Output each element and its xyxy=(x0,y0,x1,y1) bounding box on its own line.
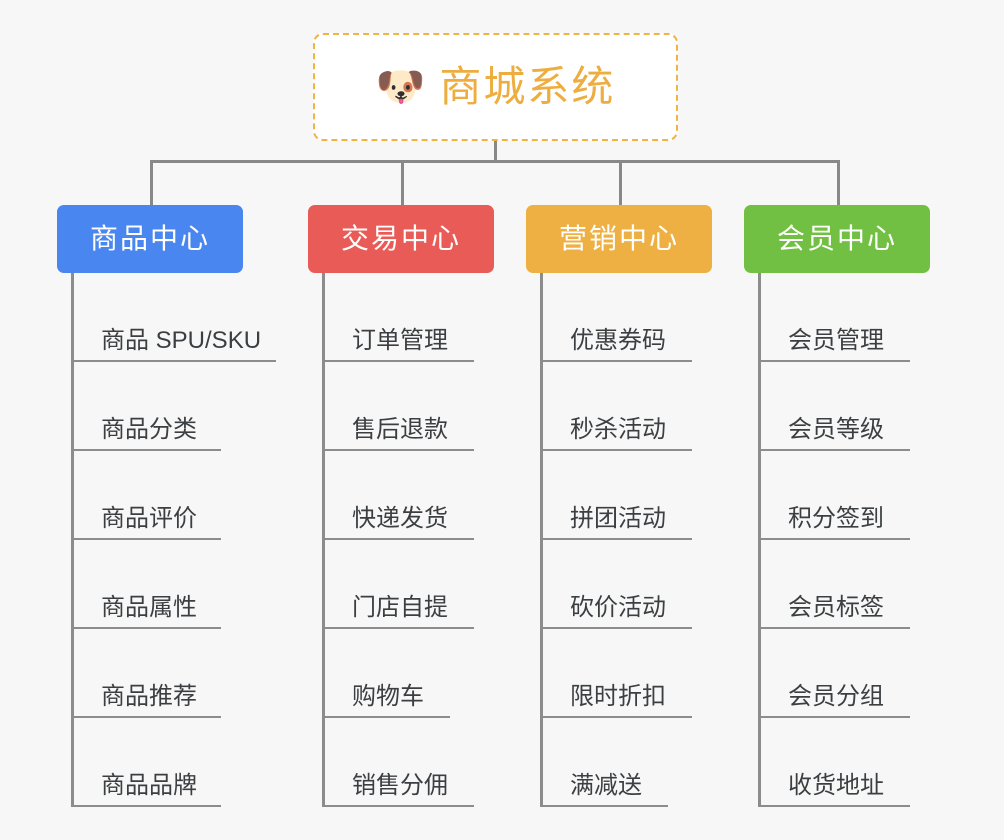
connector-drop-3 xyxy=(619,160,622,206)
leaf-item-underline xyxy=(540,627,692,629)
leaf-item-underline xyxy=(758,716,910,718)
leaf-item-label: 门店自提 xyxy=(352,594,448,621)
branch-node-1[interactable]: 商品中心 xyxy=(57,205,243,273)
leaf-item[interactable]: 门店自提 xyxy=(322,540,512,629)
leaf-item-underline xyxy=(758,538,910,540)
leaf-item-underline xyxy=(540,360,692,362)
leaf-item[interactable]: 砍价活动 xyxy=(540,540,730,629)
leaf-item-label: 商品品牌 xyxy=(101,772,197,799)
leaf-item-underline xyxy=(540,716,692,718)
leaf-item-underline xyxy=(322,627,474,629)
leaf-item-underline xyxy=(540,449,692,451)
leaf-item-underline xyxy=(322,716,450,718)
leaf-item[interactable]: 限时折扣 xyxy=(540,629,730,718)
leaf-item-label: 快递发货 xyxy=(352,505,448,532)
leaf-column-1: 商品 SPU/SKU 商品分类商品评价商品属性商品推荐商品品牌 xyxy=(71,273,281,807)
leaf-item[interactable]: 订单管理 xyxy=(322,273,512,362)
leaf-item[interactable]: 收货地址 xyxy=(758,718,948,807)
leaf-item[interactable]: 商品属性 xyxy=(71,540,281,629)
leaf-item-underline xyxy=(758,449,910,451)
branch-label: 营销中心 xyxy=(558,223,679,254)
connector-drop-2 xyxy=(401,160,404,206)
leaf-column-2: 订单管理售后退款快递发货门店自提购物车销售分佣 xyxy=(322,273,512,807)
leaf-item-underline xyxy=(322,538,474,540)
leaf-item[interactable]: 售后退款 xyxy=(322,362,512,451)
branch-label: 交易中心 xyxy=(340,223,461,254)
leaf-item-label: 商品分类 xyxy=(101,416,197,443)
leaf-item[interactable]: 商品 SPU/SKU xyxy=(71,273,281,362)
leaf-item-label: 会员管理 xyxy=(788,327,884,354)
leaf-item-label: 秒杀活动 xyxy=(570,416,666,443)
leaf-item-underline xyxy=(71,360,276,362)
leaf-item[interactable]: 商品推荐 xyxy=(71,629,281,718)
leaf-item[interactable]: 会员分组 xyxy=(758,629,948,718)
leaf-item[interactable]: 快递发货 xyxy=(322,451,512,540)
leaf-item-label: 商品 SPU/SKU xyxy=(101,327,262,354)
connector-root-vertical xyxy=(494,141,497,162)
leaf-item-label: 拼团活动 xyxy=(570,505,666,532)
leaf-item[interactable]: 积分签到 xyxy=(758,451,948,540)
root-node-商城系统[interactable]: 🐶 商城系统 xyxy=(313,33,678,141)
leaf-item-label: 商品推荐 xyxy=(101,683,197,710)
leaf-item-label: 售后退款 xyxy=(352,416,448,443)
leaf-item-label: 购物车 xyxy=(352,683,424,710)
leaf-item[interactable]: 会员标签 xyxy=(758,540,948,629)
leaf-item[interactable]: 会员等级 xyxy=(758,362,948,451)
leaf-item[interactable]: 销售分佣 xyxy=(322,718,512,807)
connector-horizontal-bus xyxy=(150,160,839,163)
shiba-dog-face-icon: 🐶 xyxy=(375,65,426,109)
branch-label: 商品中心 xyxy=(89,223,210,254)
leaf-item-label: 满减送 xyxy=(570,772,642,799)
leaf-item-underline xyxy=(322,805,474,807)
leaf-item-underline xyxy=(71,716,221,718)
leaf-item-label: 限时折扣 xyxy=(570,683,666,710)
leaf-item-underline xyxy=(758,360,910,362)
leaf-item-underline xyxy=(540,805,668,807)
leaf-item-label: 砍价活动 xyxy=(570,594,666,621)
leaf-item[interactable]: 商品分类 xyxy=(71,362,281,451)
leaf-item[interactable]: 拼团活动 xyxy=(540,451,730,540)
leaf-item-label: 商品评价 xyxy=(101,505,197,532)
leaf-item-underline xyxy=(758,627,910,629)
root-node-title: 商城系统 xyxy=(439,63,616,110)
leaf-item-label: 收货地址 xyxy=(788,772,884,799)
leaf-item[interactable]: 满减送 xyxy=(540,718,730,807)
leaf-item[interactable]: 会员管理 xyxy=(758,273,948,362)
leaf-item-label: 会员标签 xyxy=(788,594,884,621)
leaf-item-underline xyxy=(540,538,692,540)
leaf-item[interactable]: 优惠券码 xyxy=(540,273,730,362)
branch-node-3[interactable]: 营销中心 xyxy=(526,205,712,273)
leaf-item-label: 会员分组 xyxy=(788,683,884,710)
leaf-item-label: 商品属性 xyxy=(101,594,197,621)
leaf-column-spine xyxy=(540,273,543,807)
leaf-item-underline xyxy=(322,360,474,362)
leaf-item-label: 订单管理 xyxy=(352,327,448,354)
leaf-item-label: 优惠券码 xyxy=(570,327,666,354)
leaf-item-underline xyxy=(71,449,221,451)
branch-label: 会员中心 xyxy=(776,223,897,254)
leaf-item[interactable]: 秒杀活动 xyxy=(540,362,730,451)
connector-drop-4 xyxy=(837,160,840,206)
leaf-column-4: 会员管理会员等级积分签到会员标签会员分组收货地址 xyxy=(758,273,948,807)
branch-node-2[interactable]: 交易中心 xyxy=(308,205,494,273)
connector-drop-1 xyxy=(150,160,153,206)
leaf-column-spine xyxy=(322,273,325,807)
leaf-item-label: 销售分佣 xyxy=(352,772,448,799)
leaf-item-label: 会员等级 xyxy=(788,416,884,443)
leaf-column-spine xyxy=(758,273,761,807)
leaf-column-spine xyxy=(71,273,74,807)
leaf-item-underline xyxy=(71,538,221,540)
leaf-item-underline xyxy=(71,805,221,807)
leaf-item[interactable]: 购物车 xyxy=(322,629,512,718)
leaf-item-underline xyxy=(71,627,221,629)
leaf-item-label: 积分签到 xyxy=(788,505,884,532)
branch-node-4[interactable]: 会员中心 xyxy=(744,205,930,273)
leaf-item[interactable]: 商品品牌 xyxy=(71,718,281,807)
leaf-item-underline xyxy=(322,449,474,451)
leaf-item[interactable]: 商品评价 xyxy=(71,451,281,540)
leaf-column-3: 优惠券码秒杀活动拼团活动砍价活动限时折扣满减送 xyxy=(540,273,730,807)
leaf-item-underline xyxy=(758,805,910,807)
